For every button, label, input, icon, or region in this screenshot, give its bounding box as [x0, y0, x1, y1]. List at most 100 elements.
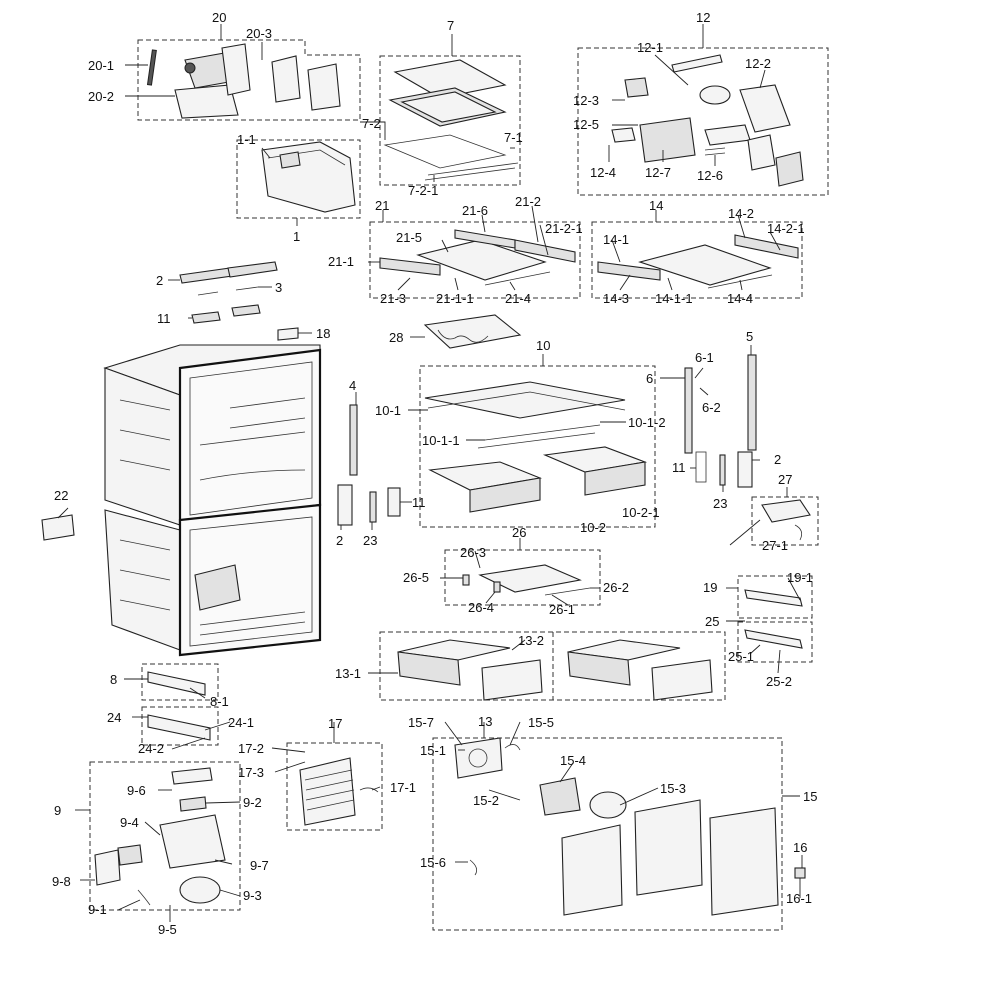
part-27-dispenser-module [761, 499, 811, 541]
label-21-6: 21-6 [462, 203, 488, 218]
part-28-egg-tray [423, 314, 522, 349]
label-27: 27 [778, 472, 792, 487]
part-8-door-bin [147, 671, 206, 696]
label-12-7: 12-7 [645, 165, 671, 180]
leader-lines [57, 24, 803, 922]
label-9: 9 [54, 803, 61, 818]
box-10 [419, 365, 656, 528]
label-12-6: 12-6 [697, 168, 723, 183]
label-10-2-1: 10-2-1 [622, 505, 660, 520]
box-21 [369, 221, 581, 299]
label-12-5: 12-5 [573, 117, 599, 132]
label-21-3: 21-3 [380, 291, 406, 306]
box-14 [591, 221, 803, 299]
part-21-shelf [379, 229, 576, 286]
part-13-drawers [397, 639, 713, 701]
label-15-1: 15-1 [420, 743, 446, 758]
part-12-control-assembly [611, 54, 804, 187]
label-17-3: 17-3 [238, 765, 264, 780]
label-9-6: 9-6 [127, 783, 146, 798]
box-7 [379, 55, 521, 186]
label-7-2-1: 7-2-1 [408, 183, 438, 198]
label-14-1: 14-1 [603, 232, 629, 247]
label-20-3: 20-3 [246, 26, 272, 41]
label-18: 18 [316, 326, 330, 341]
box-25 [737, 621, 813, 663]
box-13 [379, 631, 726, 701]
label-24-1: 24-1 [228, 715, 254, 730]
box-24 [141, 706, 219, 746]
label-19-1: 19-1 [787, 570, 813, 585]
cabinet [103, 344, 322, 657]
box-8 [141, 663, 219, 701]
label-17-2: 17-2 [238, 741, 264, 756]
label-9-1: 9-1 [88, 902, 107, 917]
label-9-3: 9-3 [243, 888, 262, 903]
label-26-5: 26-5 [403, 570, 429, 585]
label-12-4: 12-4 [590, 165, 616, 180]
part-2-23-11-left [337, 484, 401, 526]
label-12-2: 12-2 [745, 56, 771, 71]
label-2-right: 2 [774, 452, 781, 467]
label-20: 20 [212, 10, 226, 25]
label-15-5: 15-5 [528, 715, 554, 730]
label-26: 26 [512, 525, 526, 540]
label-15-7: 15-7 [408, 715, 434, 730]
label-13-1: 13-1 [335, 666, 361, 681]
box-27 [751, 496, 819, 546]
part-labels: 20 20-1 20-2 20-3 7 7-1 7-2 7-2-1 12 12-… [52, 10, 817, 937]
label-21: 21 [375, 198, 389, 213]
label-10-1-1: 10-1-1 [422, 433, 460, 448]
part-top-brackets [179, 261, 299, 341]
label-7-2: 7-2 [362, 116, 381, 131]
label-23-left: 23 [363, 533, 377, 548]
label-19: 19 [703, 580, 717, 595]
label-24: 24 [107, 710, 121, 725]
part-10-crisper [424, 381, 648, 513]
label-26-4: 26-4 [468, 600, 494, 615]
label-25-2: 25-2 [766, 674, 792, 689]
label-21-1: 21-1 [328, 254, 354, 269]
box-26 [444, 549, 601, 606]
part-9-compressor-assembly [94, 767, 226, 906]
box-12 [577, 47, 829, 196]
label-22: 22 [54, 488, 68, 503]
part-7-shelves [383, 59, 519, 181]
label-9-5: 9-5 [158, 922, 177, 937]
label-8: 8 [110, 672, 117, 687]
label-26-2: 26-2 [603, 580, 629, 595]
part-4-hinge-rail [349, 404, 358, 476]
label-15-4: 15-4 [560, 753, 586, 768]
label-2-left: 2 [336, 533, 343, 548]
label-1-1: 1-1 [237, 132, 256, 147]
label-8-1: 8-1 [210, 694, 229, 709]
label-15-3: 15-3 [660, 781, 686, 796]
label-3: 3 [275, 280, 282, 295]
part-26-shelf [462, 564, 591, 596]
part-17-condenser [299, 757, 379, 826]
label-5: 5 [746, 329, 753, 344]
label-14: 14 [649, 198, 663, 213]
label-14-2-1: 14-2-1 [767, 221, 805, 236]
group-boxes [89, 39, 829, 931]
label-14-4: 14-4 [727, 291, 753, 306]
label-15-2: 15-2 [473, 793, 499, 808]
label-21-4: 21-4 [505, 291, 531, 306]
label-17: 17 [328, 716, 342, 731]
box-9 [89, 761, 241, 911]
part-22-bracket [41, 514, 75, 541]
label-16: 16 [793, 840, 807, 855]
label-27-1: 27-1 [762, 538, 788, 553]
part-15-fan-assembly [454, 737, 806, 916]
label-26-1: 26-1 [549, 602, 575, 617]
label-10-1-2: 10-1-2 [628, 415, 666, 430]
label-17-1: 17-1 [390, 780, 416, 795]
label-21-2: 21-2 [515, 194, 541, 209]
label-2-top: 2 [156, 273, 163, 288]
label-25: 25 [705, 614, 719, 629]
label-9-2: 9-2 [243, 795, 262, 810]
label-11-right: 11 [672, 460, 686, 475]
label-9-4: 9-4 [120, 815, 139, 830]
label-9-7: 9-7 [250, 858, 269, 873]
